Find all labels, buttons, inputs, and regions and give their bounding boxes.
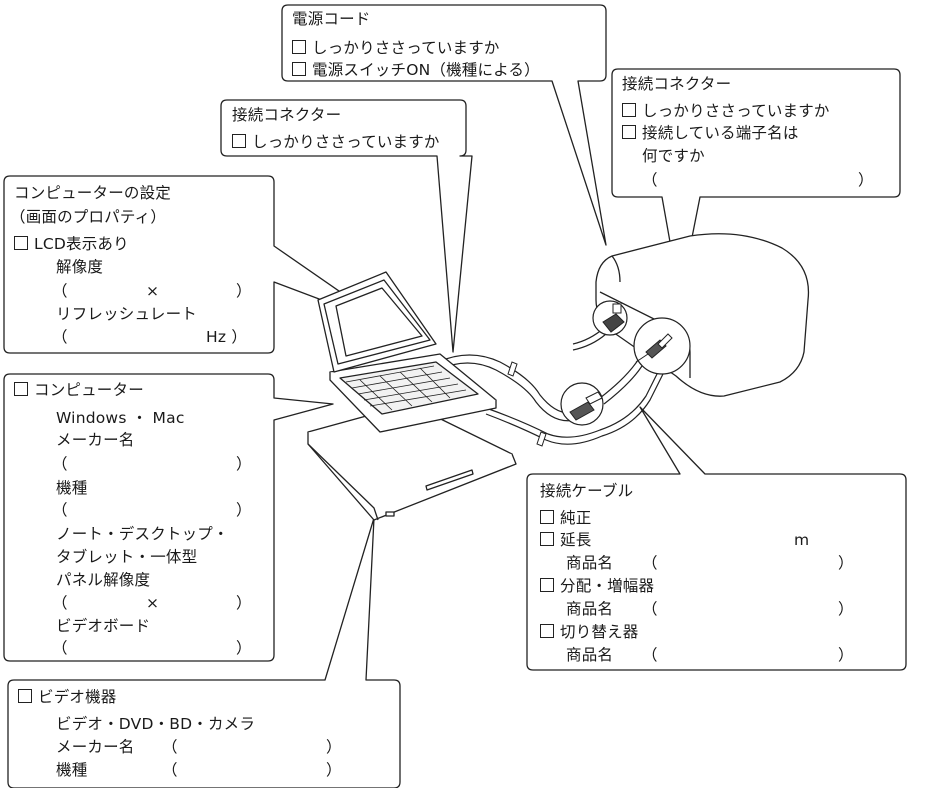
checkbox[interactable] <box>622 125 636 139</box>
computer-settings-resolution-close: ） <box>236 282 252 300</box>
computer-maker-label: メーカー名 <box>56 431 135 449</box>
checkbox[interactable] <box>540 578 554 592</box>
cable-splitter-product-open: （ <box>642 600 658 618</box>
computer-model-label: 機種 <box>56 479 88 497</box>
video-equipment-maker-label: メーカー名 <box>56 738 135 756</box>
computer-video-board-label: ビデオボード <box>56 617 151 635</box>
callout-computer <box>3 373 334 662</box>
cable-extension-product-label: 商品名 <box>566 554 614 572</box>
computer-os: Windows ・ Mac <box>56 409 185 427</box>
cable-splitter: 分配・増幅器 <box>540 576 654 596</box>
computer-type-line1: ノート・デスクトップ・ <box>56 525 229 543</box>
checkbox[interactable] <box>540 532 554 546</box>
computer-settings-title: コンピューターの設定 <box>14 184 172 202</box>
projector-connector-paren-close: ） <box>858 171 874 189</box>
computer-video-board-open: （ <box>52 639 68 657</box>
video-cable <box>437 341 665 445</box>
computer-panel-open: （ <box>52 594 68 612</box>
checkbox[interactable] <box>18 689 32 703</box>
computer-settings-resolution-label: 解像度 <box>56 258 104 276</box>
cable-splitter-product-close: ） <box>838 600 854 618</box>
cable-splitter-product-label: 商品名 <box>566 600 614 618</box>
projector-connector-paren-open: （ <box>642 171 658 189</box>
checkbox[interactable] <box>292 40 306 54</box>
cable-extension-unit: m <box>794 531 810 549</box>
cable-switcher-product-close: ） <box>838 646 854 664</box>
cable-title: 接続ケーブル <box>540 482 634 500</box>
power-cord-item-1: しっかりささっていますか <box>292 38 500 58</box>
checkbox[interactable] <box>292 62 306 76</box>
video-equipment-model-close: ） <box>326 761 342 779</box>
laptop-connector-item-1: しっかりささっていますか <box>232 132 440 152</box>
computer-settings-resolution-open: （ <box>52 282 68 300</box>
checkbox[interactable] <box>14 236 28 250</box>
projector-port <box>635 333 673 363</box>
checkbox[interactable] <box>622 103 636 117</box>
laptop <box>317 271 497 433</box>
computer-settings-subtitle: （画面のプロパティ） <box>10 208 167 226</box>
cable-genuine: 純正 <box>540 508 591 528</box>
video-equipment-devices: ビデオ・DVD・BD・カメラ <box>56 715 256 733</box>
computer-maker-open: （ <box>52 455 68 473</box>
projector-connector-item-1: しっかりささっていますか <box>622 101 830 121</box>
video-equipment-model-label: 機種 <box>56 761 88 779</box>
computer-panel-close: ） <box>236 594 252 612</box>
cable-connector <box>569 391 603 421</box>
computer-maker-close: ） <box>236 455 252 473</box>
callout-cable <box>526 406 907 671</box>
cable-break-marks <box>507 361 547 447</box>
computer-model-close: ） <box>236 501 252 519</box>
cable-extension-product-close: ） <box>838 554 854 572</box>
power-plug <box>602 303 625 333</box>
cable-extension-product-open: （ <box>642 554 658 572</box>
projector <box>595 233 810 397</box>
power-cord-item-2: 電源スイッチON（機種による） <box>292 60 540 80</box>
computer-settings-lcd: LCD表示あり <box>14 234 129 254</box>
cable-switcher-product-open: （ <box>642 646 658 664</box>
callout-power-cord <box>281 4 607 246</box>
power-cord-title: 電源コード <box>292 10 371 28</box>
computer-settings-hz: Hz ） <box>206 328 248 346</box>
callout-laptop-connector <box>220 99 473 353</box>
computer-model-open: （ <box>52 501 68 519</box>
computer-type-line2: タブレット・一体型 <box>56 548 198 566</box>
cable-switcher-product-label: 商品名 <box>566 646 614 664</box>
callout-computer-settings <box>3 175 389 354</box>
checkbox[interactable] <box>232 134 246 148</box>
cable-connector-magnifier <box>560 382 604 426</box>
computer-video-board-close: ） <box>236 639 252 657</box>
projector-connector-sub: 何ですか <box>642 147 705 165</box>
video-equipment-title: ビデオ機器 <box>18 687 117 707</box>
computer-panel-times: × <box>146 594 160 612</box>
cable-extension: 延長 <box>540 530 591 550</box>
projector-connector-title: 接続コネクター <box>622 75 732 93</box>
computer-settings-refresh-label: リフレッシュレート <box>56 305 197 323</box>
cable-switcher: 切り替え器 <box>540 622 639 642</box>
laptop-connector-title: 接続コネクター <box>232 106 342 124</box>
computer-settings-refresh-open: （ <box>52 328 68 346</box>
computer-title: コンピューター <box>14 380 144 400</box>
projector-connector-item-2: 接続している端子名は <box>622 123 799 143</box>
computer-settings-resolution-times: × <box>146 282 160 300</box>
checkbox[interactable] <box>540 624 554 638</box>
checkbox[interactable] <box>14 382 28 396</box>
video-equipment-maker-open: （ <box>162 738 178 756</box>
video-equipment-model-open: （ <box>162 761 178 779</box>
checkbox[interactable] <box>540 510 554 524</box>
video-equipment-maker-close: ） <box>326 738 342 756</box>
computer-panel-label: パネル解像度 <box>56 571 151 589</box>
